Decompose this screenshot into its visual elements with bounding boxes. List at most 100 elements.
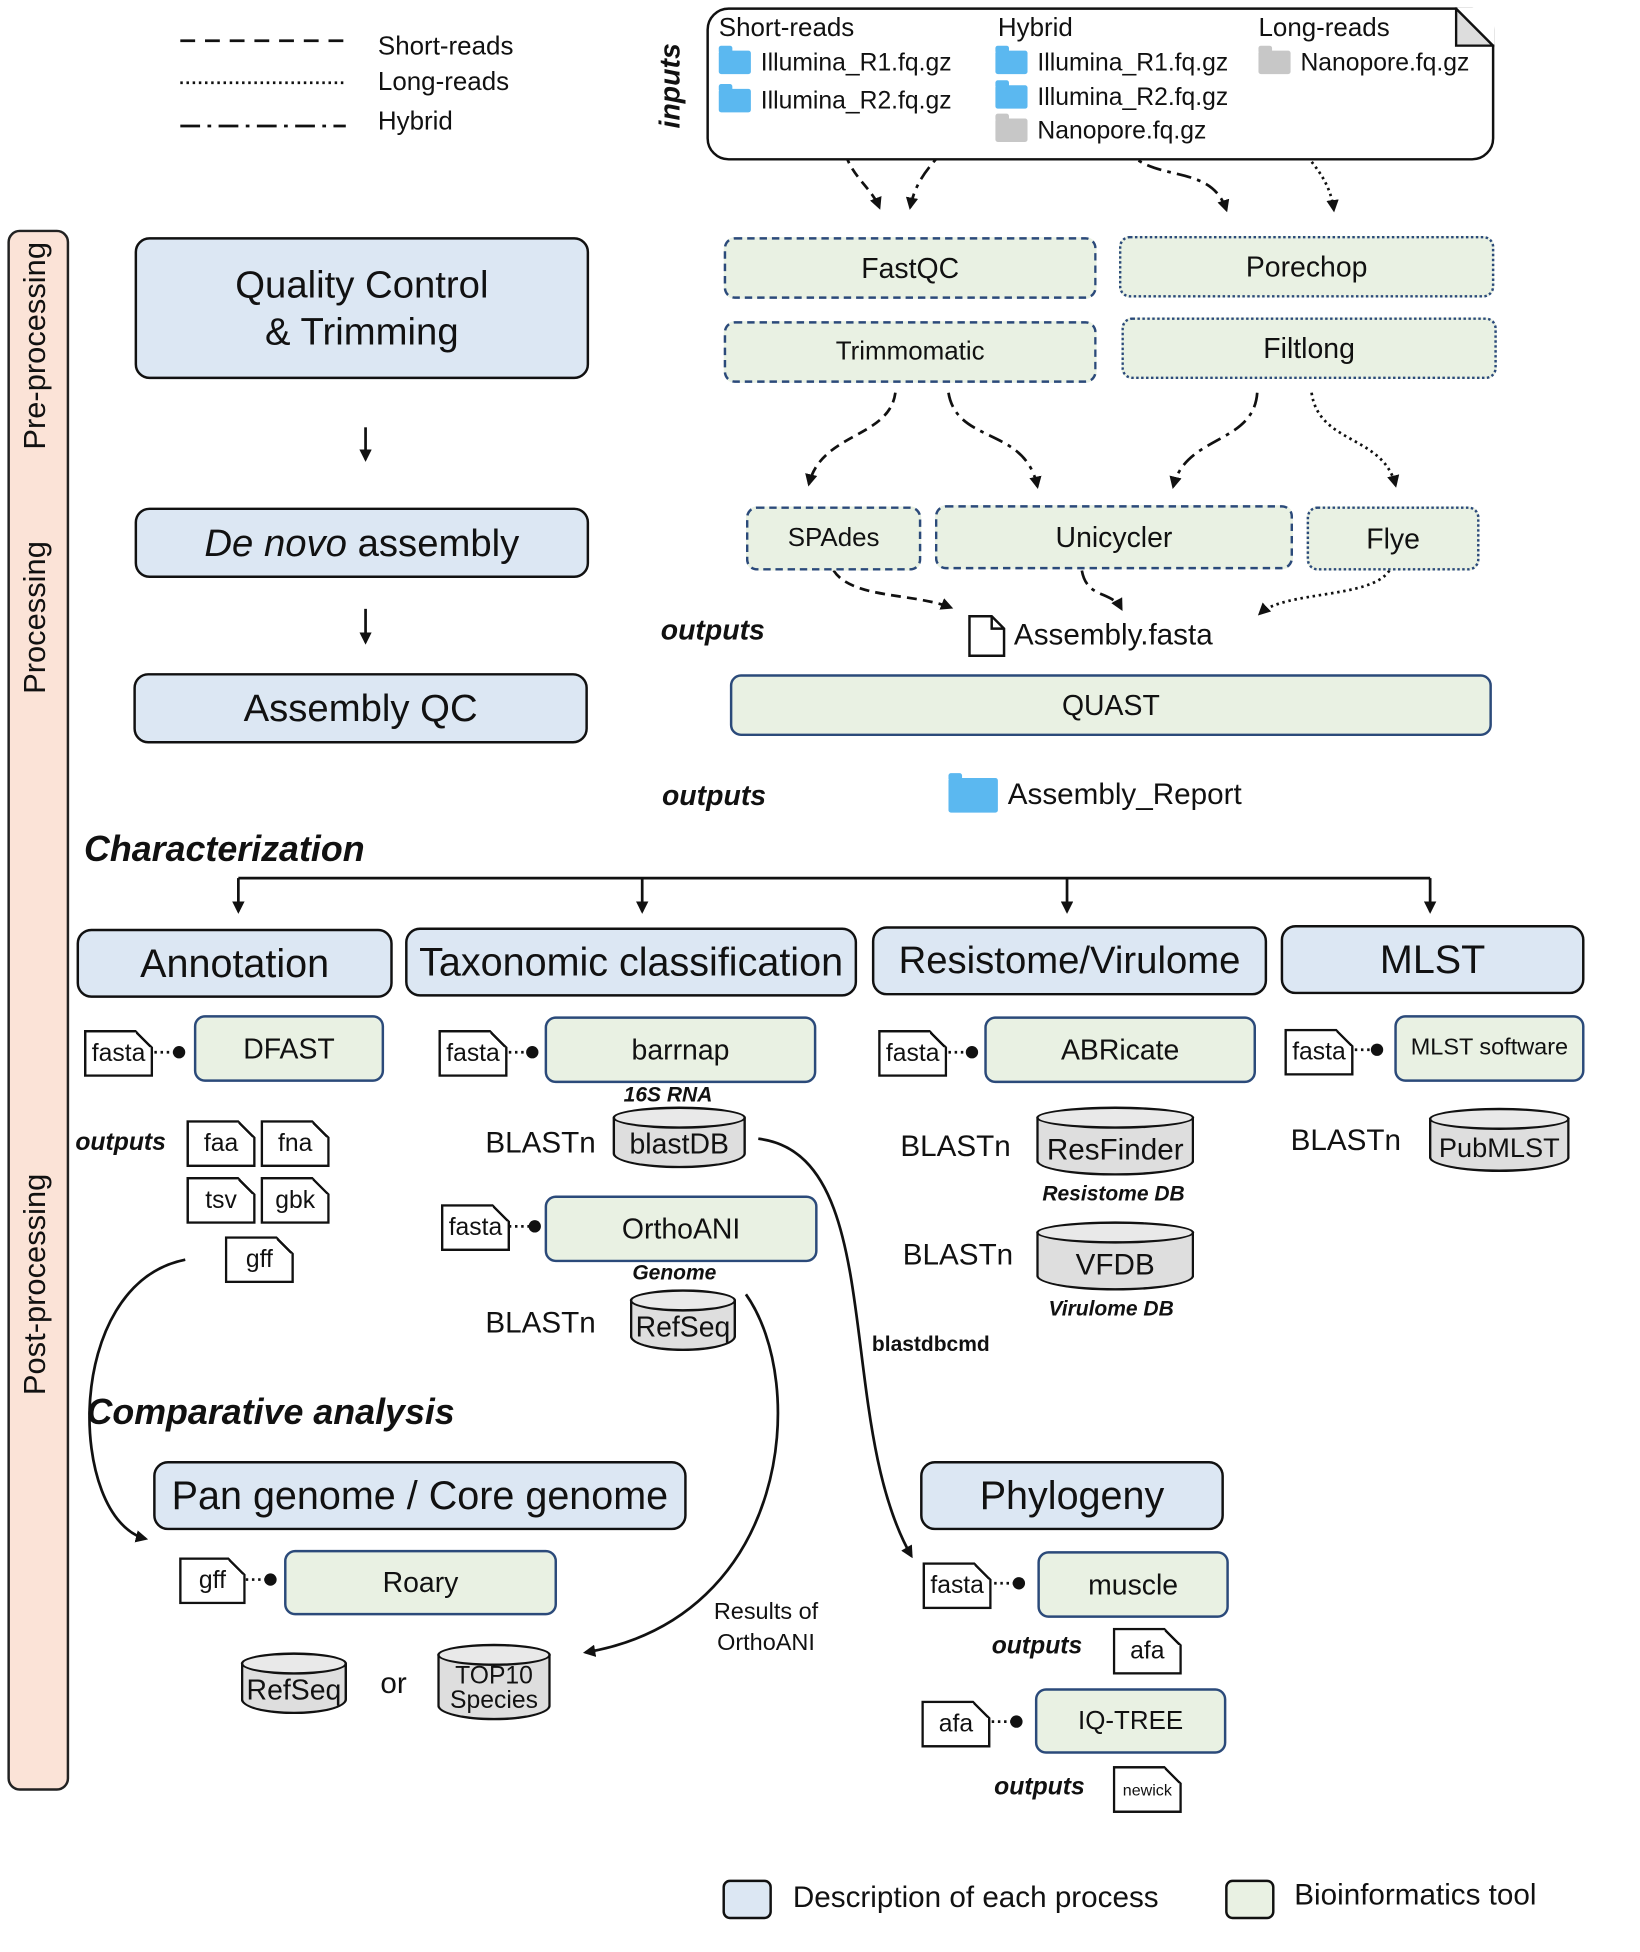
file-icon — [968, 615, 1006, 658]
arrow-long-to-porechop — [1273, 98, 1339, 213]
tool-fastqc[interactable]: FastQC — [723, 237, 1097, 299]
inputs-short-title: Short-reads — [718, 13, 855, 42]
outputs-label: outputs — [660, 613, 765, 646]
label-blastn: BLASTn — [902, 1238, 1014, 1273]
file-afa[interactable]: afa — [1113, 1628, 1182, 1675]
arrow-trim-to-unicycler — [947, 392, 1042, 490]
inputs-hybrid-title: Hybrid — [997, 13, 1073, 42]
arrow-spades-to-fasta — [832, 569, 954, 610]
folder-icon — [948, 773, 998, 813]
arrow-flye-to-fasta — [1257, 569, 1391, 616]
legend-long-reads: Long-reads — [377, 67, 510, 97]
legend-short-reads: Short-reads — [377, 32, 514, 61]
process-annotation: Annotation — [76, 928, 393, 998]
database-vfdb[interactable]: VFDB — [1036, 1221, 1195, 1291]
file-fasta[interactable]: fasta — [923, 1562, 992, 1609]
arrow-refseq-to-results — [582, 1293, 780, 1657]
legend-swatch-process — [722, 1879, 772, 1920]
tool-dfast[interactable]: DFAST — [193, 1015, 385, 1082]
arrow-unicycler-to-fasta — [1080, 570, 1123, 612]
arrow-hybrid-to-porechop — [1122, 145, 1230, 213]
file-fna[interactable]: fna — [261, 1120, 330, 1167]
input-file[interactable]: Nanopore.fq.gz — [995, 113, 1206, 145]
tool-trimmomatic[interactable]: Trimmomatic — [723, 321, 1097, 383]
file-fasta[interactable]: fasta — [84, 1030, 153, 1077]
arrow-filtlong-to-flye — [1310, 392, 1400, 488]
database-blastdb[interactable]: blastDB — [612, 1106, 746, 1169]
label-blastn: BLASTn — [485, 1126, 596, 1160]
tool-barrnap[interactable]: barrnap — [544, 1016, 817, 1084]
file-gff[interactable]: gff — [179, 1557, 246, 1604]
label-blastn: BLASTn — [1290, 1123, 1401, 1158]
tool-porechop[interactable]: Porechop — [1118, 235, 1495, 298]
stage-bar — [7, 229, 70, 1791]
process-taxonomic-classification: Taxonomic classification — [405, 927, 858, 997]
tool-abricate[interactable]: ABRicate — [984, 1016, 1256, 1084]
label-blastn: BLASTn — [900, 1130, 1011, 1164]
file-tsv[interactable]: tsv — [186, 1177, 255, 1224]
folder-icon — [995, 80, 1028, 109]
label-virulome-db: Virulome DB — [1048, 1296, 1174, 1321]
legend-hybrid: Hybrid — [377, 107, 453, 136]
folder-icon — [718, 83, 751, 113]
outputs-label: outputs — [661, 779, 767, 812]
arrow-filtlong-to-unicycler — [1169, 392, 1259, 489]
label-blastn: BLASTn — [485, 1306, 596, 1340]
output-assembly-report[interactable]: Assembly_Report — [948, 773, 1242, 813]
database-refseq[interactable]: RefSeq — [629, 1289, 737, 1352]
label-or: or — [380, 1667, 407, 1701]
tool-quast[interactable]: QUAST — [729, 674, 1492, 737]
label-blastdbcmd: blastdbcmd — [871, 1332, 990, 1357]
file-faa[interactable]: faa — [186, 1120, 255, 1167]
tool-orthoani[interactable]: OrthoANI — [544, 1195, 818, 1263]
folder-icon — [718, 45, 751, 75]
arrow-gff-to-roary — [88, 1258, 186, 1543]
section-comparative-analysis: Comparative analysis — [86, 1393, 455, 1433]
tool-iqtree[interactable]: IQ-TREE — [1034, 1688, 1227, 1754]
legend-swatch-tool — [1225, 1879, 1275, 1920]
input-file[interactable]: Illumina_R1.fq.gz — [718, 45, 952, 77]
database-pubmlst[interactable]: PubMLST — [1428, 1107, 1570, 1173]
label-genome: Genome — [632, 1260, 717, 1285]
file-gff[interactable]: gff — [225, 1236, 294, 1283]
database-refseq[interactable]: RefSeq — [240, 1652, 348, 1715]
folder-icon — [1258, 45, 1291, 75]
stage-pre-processing: Pre-processing — [17, 241, 53, 450]
database-resfinder[interactable]: ResFinder — [1036, 1106, 1195, 1176]
file-fasta[interactable]: fasta — [1284, 1029, 1353, 1076]
process-resistome-virulome: Resistome/Virulome — [871, 926, 1268, 996]
section-characterization: Characterization — [83, 829, 365, 870]
outputs-label: outputs — [991, 1632, 1083, 1660]
process-pan-genome: Pan genome / Core genome — [153, 1461, 687, 1531]
process-phylogeny: Phylogeny — [920, 1461, 1224, 1531]
file-fasta[interactable]: fasta — [438, 1030, 507, 1077]
file-afa[interactable]: afa — [921, 1701, 990, 1748]
tool-unicycler[interactable]: Unicycler — [934, 505, 1294, 570]
tool-flye[interactable]: Flye — [1306, 506, 1480, 571]
file-fasta[interactable]: fasta — [441, 1204, 510, 1251]
inputs-long-title: Long-reads — [1258, 13, 1390, 42]
tool-roary[interactable]: Roary — [284, 1549, 557, 1616]
input-file[interactable]: Illumina_R2.fq.gz — [995, 80, 1228, 112]
outputs-label: outputs — [75, 1128, 166, 1156]
stage-processing: Processing — [17, 541, 53, 694]
input-file[interactable]: Illumina_R2.fq.gz — [718, 83, 952, 116]
folder-icon — [995, 113, 1028, 143]
file-newick[interactable]: newick — [1113, 1766, 1182, 1813]
process-mlst: MLST — [1280, 925, 1585, 995]
input-file[interactable]: Illumina_R1.fq.gz — [995, 45, 1228, 77]
folder-icon — [995, 45, 1028, 75]
arrow-blastdb-to-muscle — [758, 1137, 913, 1559]
label-resistome-db: Resistome DB — [1042, 1181, 1185, 1206]
output-assembly-fasta[interactable]: Assembly.fasta — [967, 614, 1213, 658]
tool-filtlong[interactable]: Filtlong — [1121, 317, 1497, 380]
input-file[interactable]: Nanopore.fq.gz — [1258, 45, 1469, 77]
tool-spades[interactable]: SPAdes — [745, 506, 922, 571]
tool-muscle[interactable]: muscle — [1037, 1551, 1229, 1618]
process-de-novo-assembly: De novo assembly — [134, 507, 590, 578]
file-gbk[interactable]: gbk — [261, 1177, 330, 1224]
file-fasta[interactable]: fasta — [878, 1030, 947, 1077]
tool-mlst-software[interactable]: MLST software — [1394, 1015, 1585, 1082]
